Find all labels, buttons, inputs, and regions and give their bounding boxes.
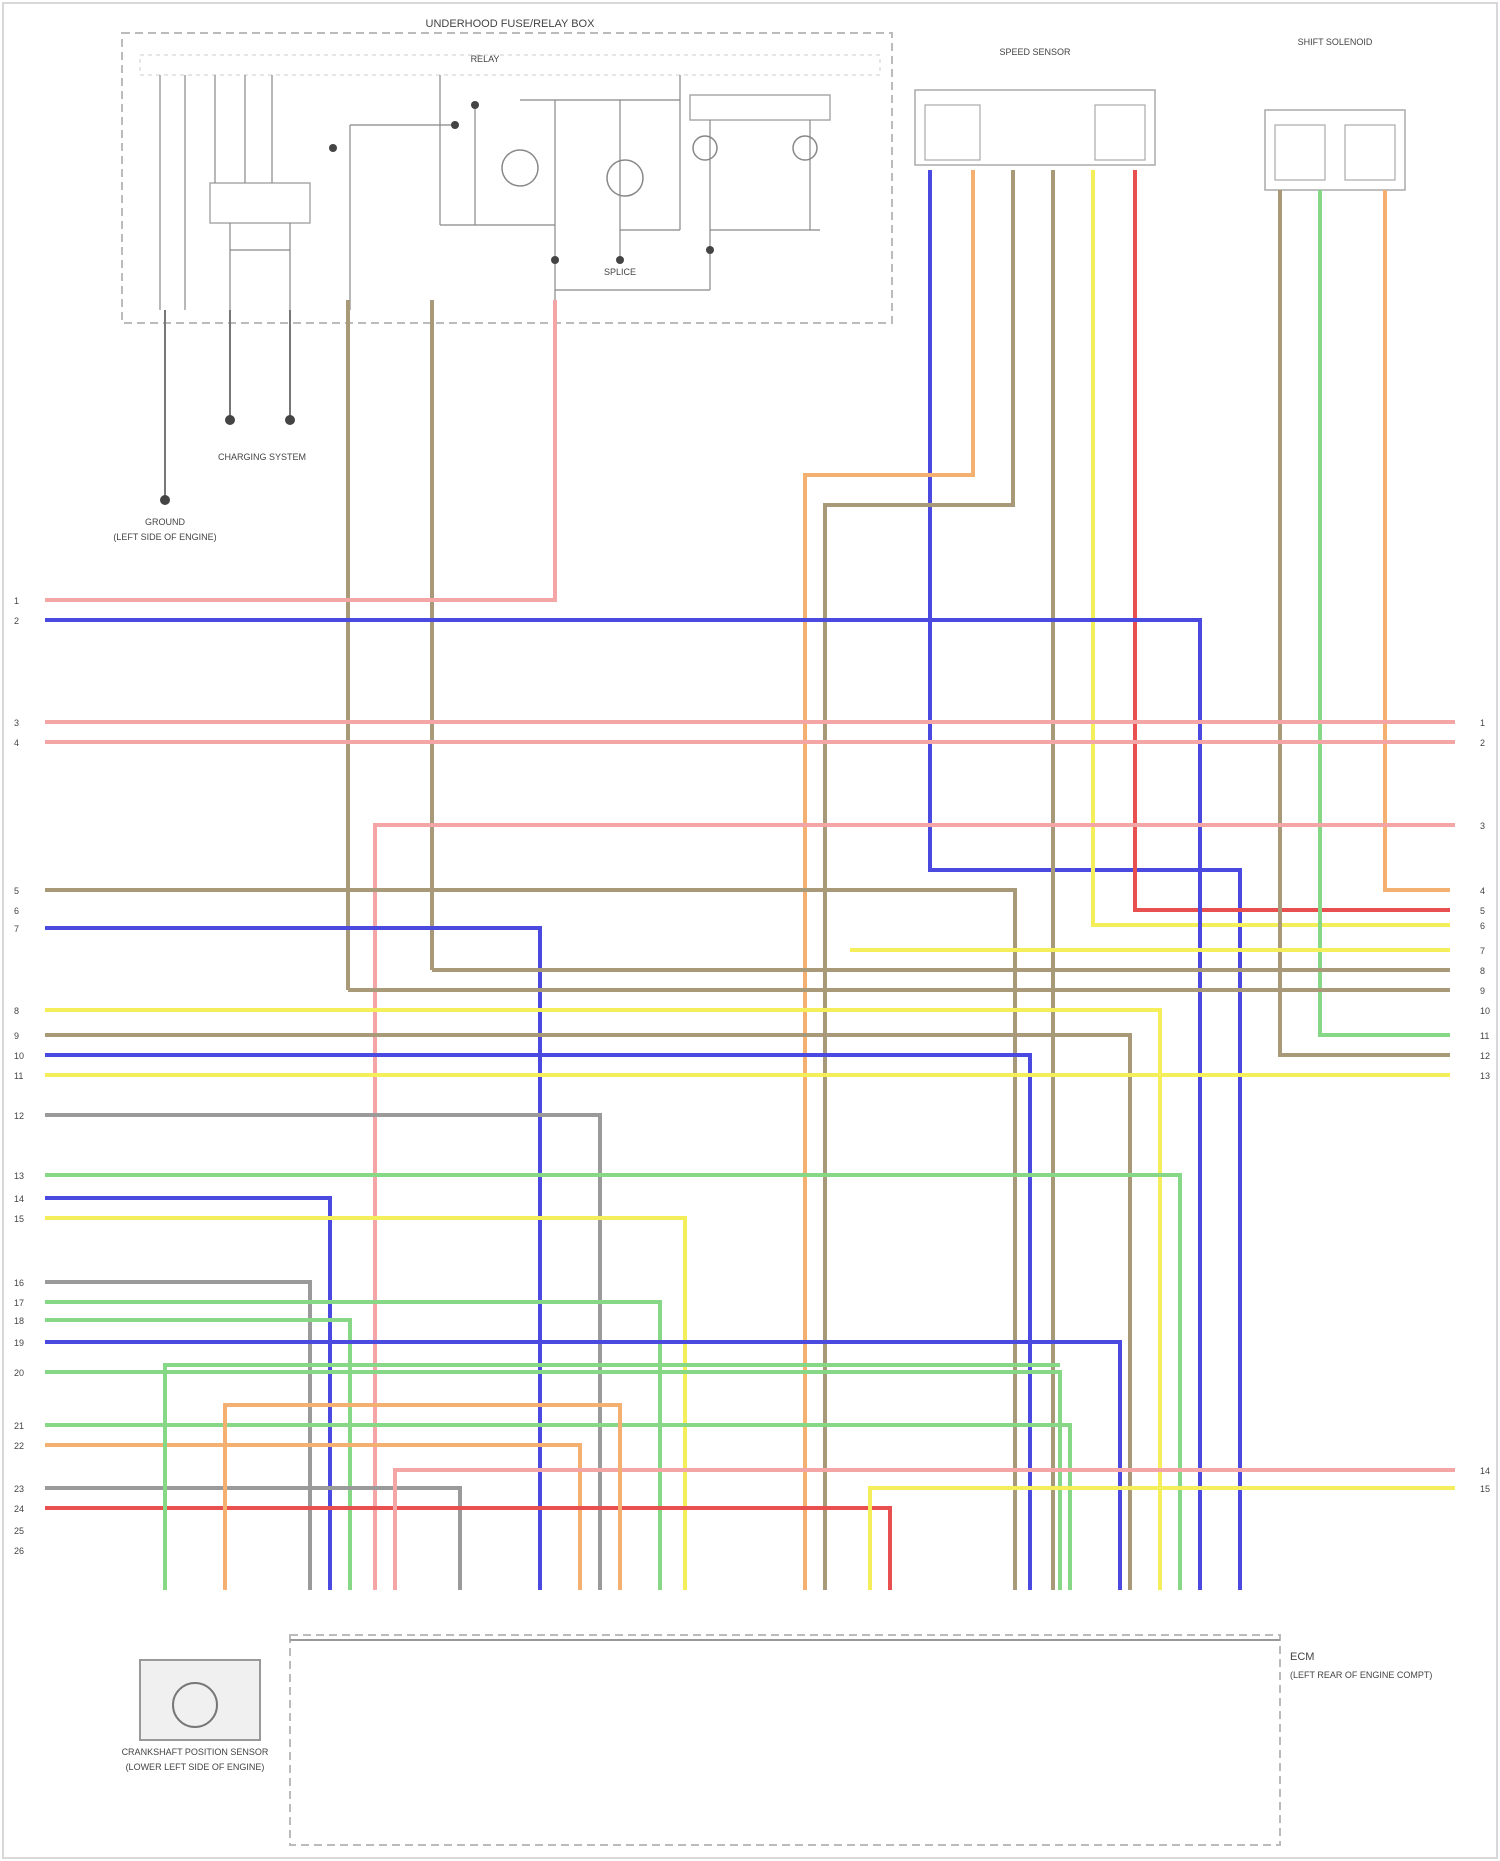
shift-solenoid-label: SHIFT SOLENOID	[1298, 37, 1373, 47]
left-pin-22: 22	[14, 1441, 24, 1451]
left-pin-20: 20	[14, 1368, 24, 1378]
left-pin-19: 19	[14, 1338, 24, 1348]
left-pin-11: 11	[14, 1071, 23, 1081]
right-pin-12: 12	[1480, 1051, 1490, 1061]
ground-location: (LEFT SIDE OF ENGINE)	[113, 532, 216, 542]
left-pin-15: 15	[14, 1214, 24, 1224]
left-pin-14: 14	[14, 1194, 24, 1204]
left-pin-17: 17	[14, 1298, 24, 1308]
right-pin-4: 4	[1480, 886, 1485, 896]
left-pin-25: 25	[14, 1526, 24, 1536]
right-pin-15: 15	[1480, 1484, 1490, 1494]
left-pin-8: 8	[14, 1006, 19, 1016]
ecm-label: ECM	[1290, 1651, 1314, 1663]
ecm-location: (LEFT REAR OF ENGINE COMPT)	[1290, 1670, 1432, 1680]
right-pin-6: 6	[1480, 921, 1485, 931]
left-pin-5: 5	[14, 886, 19, 896]
ecm-module: ECM (LEFT REAR OF ENGINE COMPT)	[290, 1635, 1432, 1845]
left-pin-1: 1	[14, 596, 19, 606]
vertical-wires	[45, 170, 1450, 1590]
right-pin-10: 10	[1480, 1006, 1490, 1016]
charging-label: CHARGING SYSTEM	[218, 452, 306, 462]
left-pin-18: 18	[14, 1316, 24, 1326]
right-pin-1: 1	[1480, 718, 1485, 728]
right-pin-9: 9	[1480, 986, 1485, 996]
junction-block: UNDERHOOD FUSE/RELAY BOX RELAY	[122, 18, 892, 323]
right-pin-5: 5	[1480, 906, 1485, 916]
right-pin-8: 8	[1480, 966, 1485, 976]
left-pin-13: 13	[14, 1171, 24, 1181]
left-pin-3: 3	[14, 718, 19, 728]
right-pin-11: 11	[1480, 1031, 1489, 1041]
left-pin-24: 24	[14, 1504, 24, 1514]
left-pin-7: 7	[14, 924, 19, 934]
left-pin-10: 10	[14, 1051, 24, 1061]
left-pin-4: 4	[14, 738, 19, 748]
horizontal-wires	[45, 620, 1455, 1590]
junction-block-label: UNDERHOOD FUSE/RELAY BOX	[426, 18, 596, 30]
shift-solenoid: SHIFT SOLENOID	[1265, 37, 1405, 190]
left-pin-2: 2	[14, 616, 19, 626]
ground-label: GROUND	[145, 517, 185, 527]
crankshaft-position-sensor: CRANKSHAFT POSITION SENSOR (LOWER LEFT S…	[122, 1660, 269, 1772]
left-pin-23: 23	[14, 1484, 24, 1494]
right-pin-7: 7	[1480, 946, 1485, 956]
left-pin-12: 12	[14, 1111, 24, 1121]
left-connector-pins: 1234567891011121314151617181920212223242…	[14, 596, 24, 1556]
right-pin-14: 14	[1480, 1466, 1490, 1476]
ground-point: GROUND (LEFT SIDE OF ENGINE)	[113, 310, 216, 542]
speed-sensor: SPEED SENSOR	[915, 47, 1155, 165]
left-pin-26: 26	[14, 1546, 24, 1556]
left-pin-16: 16	[14, 1278, 24, 1288]
right-pin-13: 13	[1480, 1071, 1490, 1081]
ckp-location: (LOWER LEFT SIDE OF ENGINE)	[126, 1762, 265, 1772]
right-pin-3: 3	[1480, 821, 1485, 831]
charging-system: CHARGING SYSTEM	[218, 310, 306, 462]
relay-label: RELAY	[471, 54, 500, 64]
left-pin-21: 21	[14, 1421, 24, 1431]
left-pin-9: 9	[14, 1031, 19, 1041]
left-pin-6: 6	[14, 906, 19, 916]
speed-sensor-label: SPEED SENSOR	[999, 47, 1071, 57]
ckp-label: CRANKSHAFT POSITION SENSOR	[122, 1747, 269, 1757]
splice-label: SPLICE	[604, 267, 636, 277]
right-pin-2: 2	[1480, 738, 1485, 748]
